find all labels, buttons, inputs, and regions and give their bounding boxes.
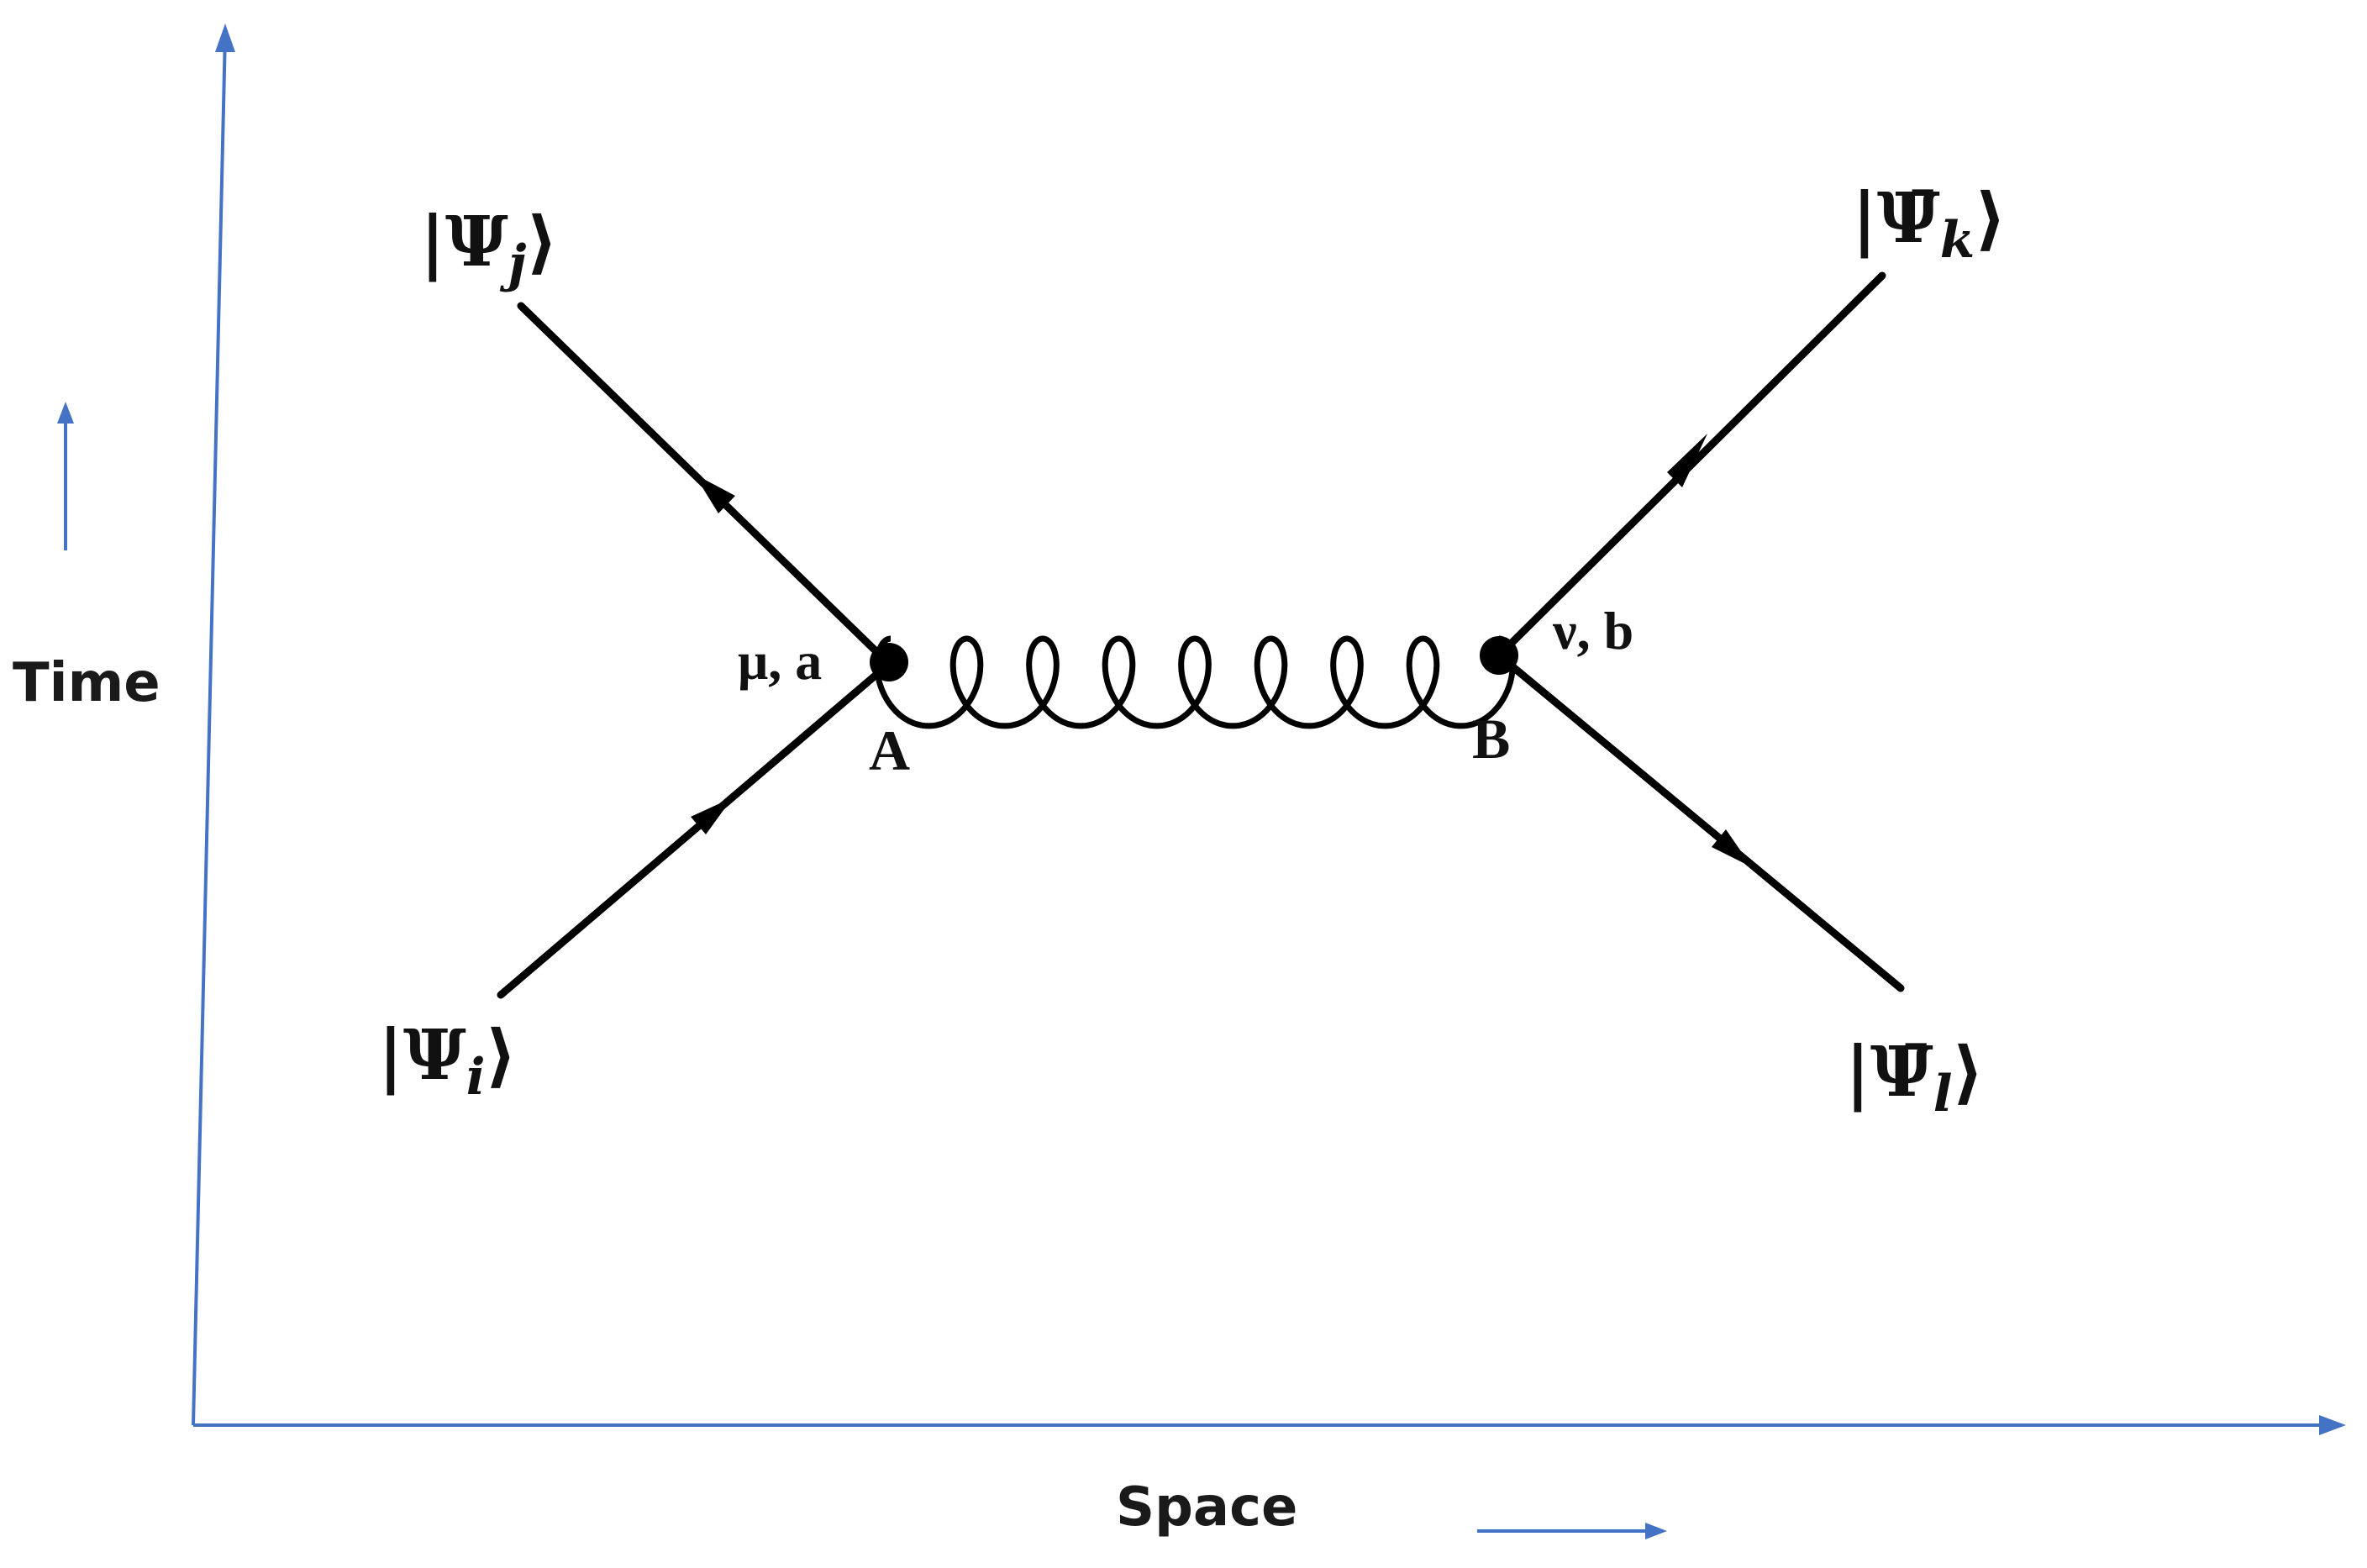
vertex-a — [870, 643, 908, 681]
time-direction-arrowhead — [57, 402, 74, 424]
incoming-fermion-line-i — [497, 660, 893, 999]
state-psi-j: |Ψj⟩ — [420, 202, 558, 293]
time-axis-label: Time — [13, 652, 160, 714]
antifermion-arrow-k — [1667, 434, 1707, 487]
state-psibar-l: |Ψ̄l⟩ — [1845, 1032, 1984, 1123]
state-psi-i: |Ψi⟩ — [378, 1015, 517, 1107]
axes: Time Space — [13, 24, 2346, 1539]
vertex-a-label: A — [869, 718, 910, 782]
space-direction-arrowhead — [1645, 1523, 1667, 1539]
fermion-arrow-j — [694, 474, 735, 513]
time-axis-arrowhead — [215, 24, 235, 52]
antifermion-line-l — [1495, 651, 1905, 992]
vertex-b-label: B — [1472, 707, 1510, 771]
state-psibar-k: |Ψ̄k⟩ — [1852, 178, 2007, 270]
vertex-b — [1480, 636, 1518, 675]
space-axis-arrowhead — [2319, 1415, 2346, 1435]
antifermion-arrow-l — [1712, 829, 1752, 867]
gluon-propagator — [874, 635, 1516, 729]
time-axis — [192, 33, 227, 1426]
fermion-arrow-i — [691, 797, 733, 834]
fermion-lines — [497, 271, 1905, 999]
vertex-b-indices: ν, b — [1552, 601, 1633, 660]
space-axis-label: Space — [1116, 1476, 1297, 1539]
vertex-a-indices: μ, a — [738, 631, 822, 691]
